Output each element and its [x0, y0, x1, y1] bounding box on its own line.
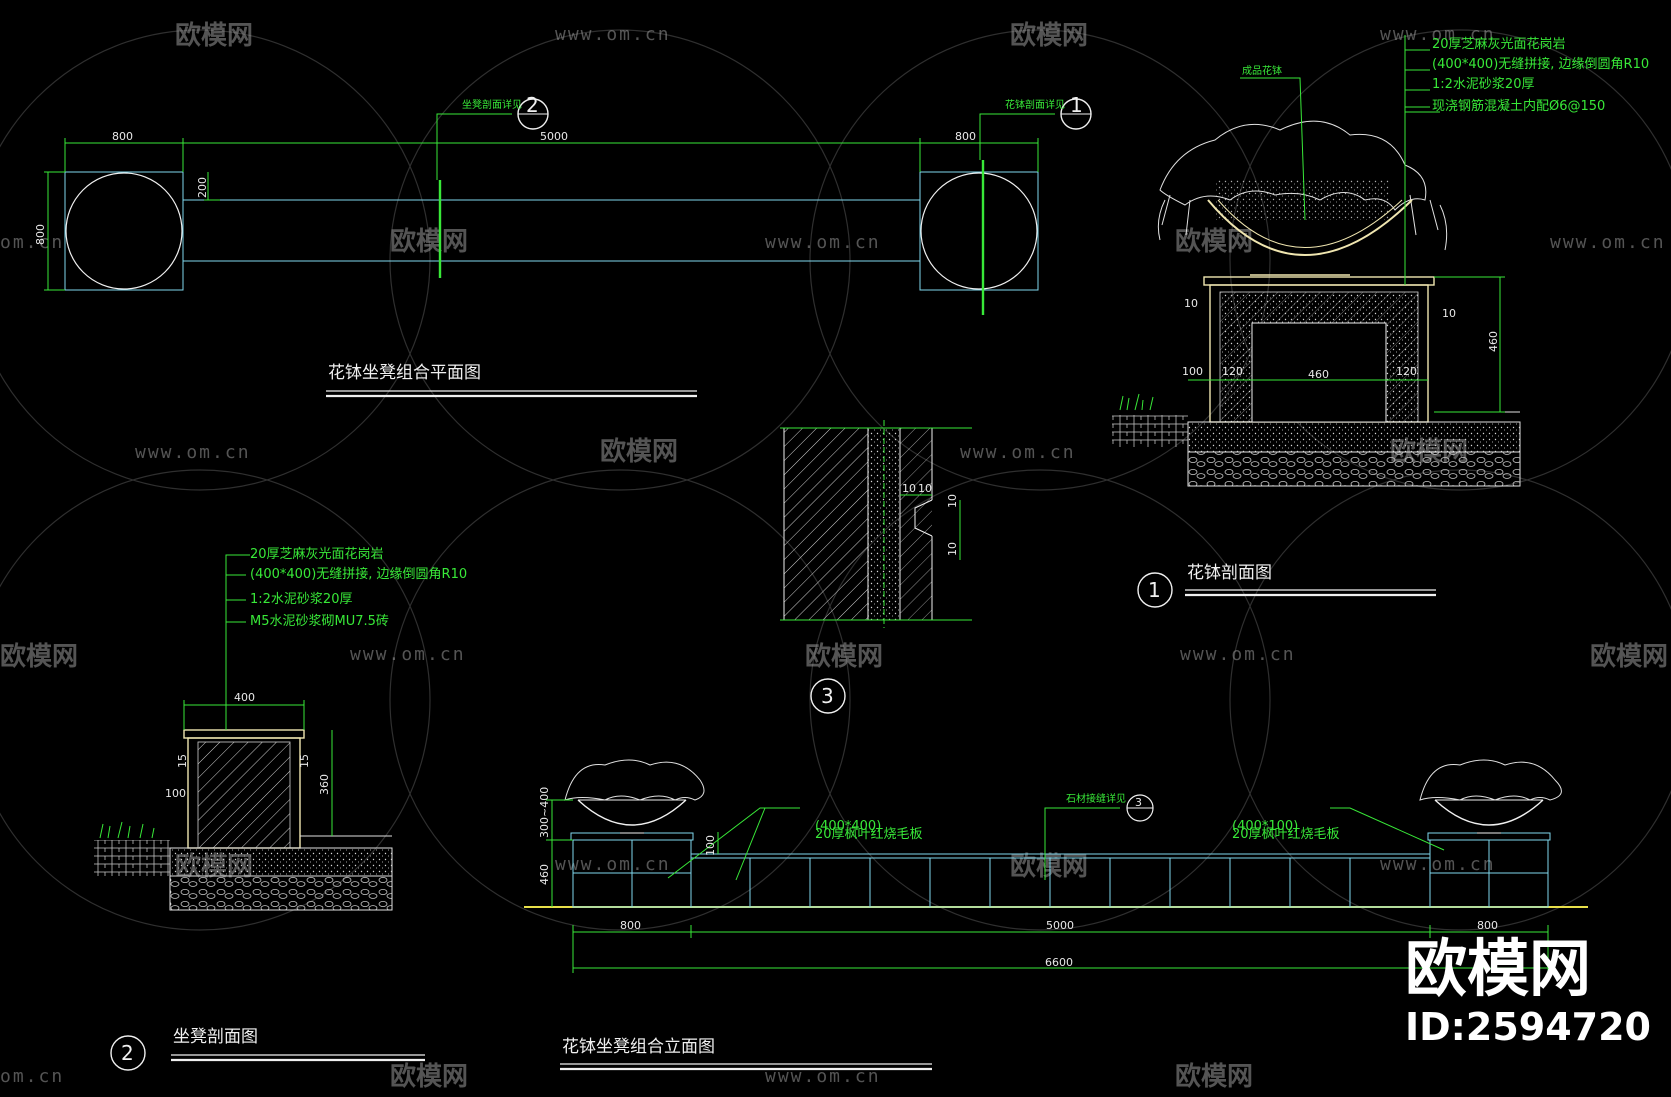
watermark-brand: 欧模网 [390, 226, 468, 257]
pot-note-3: 1:2水泥砂浆20厚 [1432, 77, 1534, 92]
pot-dim-10-left: 10 [1184, 297, 1198, 310]
watermark-brand: 欧模网 [1010, 851, 1088, 882]
plan-callout-2-num: 2 [526, 93, 539, 117]
plan-callout-1-num: 1 [1070, 93, 1083, 117]
elev-dim-total: 6600 [1045, 956, 1073, 969]
joint-detail: 10 10 10 10 3 [780, 420, 972, 714]
seat-section: 20厚芝麻灰光面花岗岩 (400*400)无缝拼接, 边缘倒圆角R10 1:2水… [94, 546, 467, 1071]
seat-dim-width: 400 [234, 691, 255, 704]
brand-logo-text: 欧模网 [1405, 932, 1591, 1005]
seat-dim-15a: 15 [176, 754, 189, 768]
watermark-url: www.om.cn [960, 442, 1076, 463]
plan-left-square [64, 171, 184, 291]
elev-dim-right: 800 [1477, 919, 1498, 932]
elev-dim-mid: 5000 [1046, 919, 1074, 932]
detail-number: 3 [821, 684, 834, 708]
watermark-brand: 欧模网 [1010, 20, 1088, 51]
detail-dim-b: 10 [918, 482, 932, 495]
watermark-brand: 欧模网 [0, 641, 78, 672]
seat-dim-100: 100 [165, 787, 186, 800]
elev-note-right-b: (400*100) [1232, 819, 1298, 834]
seat-note-3: 1:2水泥砂浆20厚 [250, 592, 352, 607]
plan-title: 花钵坐凳组合平面图 [328, 363, 481, 383]
watermark-url: www.om.cn [555, 854, 671, 875]
watermark-url: www.om.cn [350, 644, 466, 665]
pot-note-1: 20厚芝麻灰光面花岗岩 [1432, 36, 1566, 52]
watermark-url: om.cn [0, 1066, 64, 1087]
pot-dim-height: 460 [1487, 331, 1500, 352]
pot-section-title: 花钵剖面图 [1187, 563, 1272, 583]
plan-right-square [919, 171, 1039, 291]
seat-note-4: M5水泥砂浆砌MU7.5砖 [250, 614, 389, 629]
pot-note-4: 现浇钢筋混凝土内配Ø6@150 [1432, 98, 1605, 114]
elevation-title: 花钵坐凳组合立面图 [562, 1037, 715, 1057]
detail-dim-a: 10 [902, 482, 916, 495]
pot-section-number: 1 [1148, 578, 1161, 602]
watermark-brand: 欧模网 [175, 20, 253, 51]
seat-note-2: (400*400)无缝拼接, 边缘倒圆角R10 [250, 566, 467, 582]
elev-detail-ref: 石材接缝详见 [1066, 792, 1126, 805]
watermark-brand: 欧模网 [805, 641, 883, 672]
plan-callout-2-text: 坐凳剖面详见 [462, 98, 522, 111]
plan-right-pot [920, 172, 1038, 290]
pot-dim-120a: 120 [1222, 365, 1243, 378]
plan-callout-1-text: 花钵剖面详见 [1005, 98, 1065, 111]
seat-dim-height: 360 [318, 774, 331, 795]
pot-plant-label: 成品花钵 [1242, 64, 1282, 77]
elev-note-right-a: 20厚枫叶红烧毛板 [1232, 826, 1340, 842]
plan-dim-height: 800 [34, 224, 47, 245]
watermark-url: www.om.cn [555, 24, 671, 45]
detail-dim-d: 10 [946, 542, 959, 556]
elev-dim-pot: 300~400 [538, 787, 551, 838]
elev-detail-num: 3 [1135, 796, 1142, 809]
elevation-view: 20厚枫叶红烧毛板 (400*400) 20厚枫叶红烧毛板 (400*100) … [524, 759, 1588, 1071]
pot-section: 20厚芝麻灰光面花岗岩 (400*400)无缝拼接, 边缘倒圆角R10 1:2水… [1112, 35, 1649, 608]
watermark-url: www.om.cn [1550, 232, 1666, 253]
seat-dim-15b: 15 [298, 754, 311, 768]
plan-view: 800 5000 800 800 200 2 坐凳剖面详见 1 花钵剖面详见 花… [34, 93, 1092, 398]
pot-note-2: (400*400)无缝拼接, 边缘倒圆角R10 [1432, 56, 1649, 72]
watermark-url: www.om.cn [765, 232, 881, 253]
watermark-brand: 欧模网 [600, 436, 678, 467]
watermark-url: www.om.cn [765, 1066, 881, 1087]
elev-note-left-a: 20厚枫叶红烧毛板 [815, 826, 923, 842]
elev-dim-seat: 100 [704, 835, 717, 856]
plan-dim-total: 5000 [540, 130, 568, 143]
seat-section-title: 坐凳剖面图 [173, 1027, 258, 1047]
elev-dim-left: 800 [620, 919, 641, 932]
plan-dim-right: 800 [955, 130, 976, 143]
seat-note-1: 20厚芝麻灰光面花岗岩 [250, 546, 384, 562]
brand-id: ID:2594720 [1405, 1005, 1651, 1049]
seat-section-number: 2 [121, 1041, 134, 1065]
watermark-brand: 欧模网 [1175, 1061, 1253, 1092]
watermark-url: www.om.cn [1380, 854, 1496, 875]
plan-left-pot [65, 172, 183, 290]
watermark-brand: 欧模网 [1590, 641, 1668, 672]
pot-dim-100: 100 [1182, 365, 1203, 378]
pot-dim-120b: 120 [1396, 365, 1417, 378]
pot-dim-460w: 460 [1308, 368, 1329, 381]
plan-dim-left: 800 [112, 130, 133, 143]
plan-dim-seat: 200 [196, 177, 209, 198]
elev-note-left-b: (400*400) [815, 819, 881, 834]
watermark-brand: 欧模网 [390, 1061, 468, 1092]
watermark-url: www.om.cn [1180, 644, 1296, 665]
elev-dim-base: 460 [538, 864, 551, 885]
watermark-url: om.cn [0, 232, 64, 253]
pot-dim-10-right: 10 [1442, 307, 1456, 320]
watermark-url: www.om.cn [135, 442, 251, 463]
watermark-url: www.om.cn [1380, 24, 1496, 45]
brand-badge: 欧模网 ID:2594720 [1405, 932, 1651, 1049]
detail-dim-c: 10 [946, 494, 959, 508]
